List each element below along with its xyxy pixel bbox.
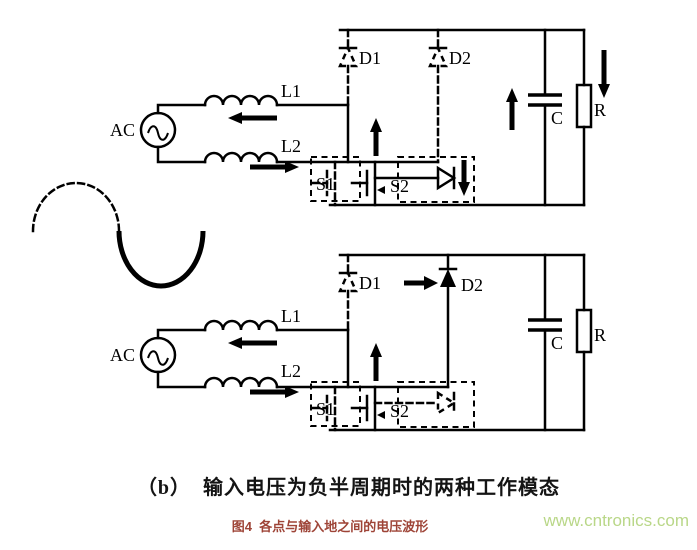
- label-d1: D1: [359, 48, 381, 68]
- label-c: C: [551, 108, 563, 128]
- label-s2: S2: [390, 401, 409, 421]
- label-c: C: [551, 333, 563, 353]
- label-s2: S2: [390, 176, 409, 196]
- sine-halfwave-symbol: [31, 181, 206, 289]
- label-r: R: [594, 100, 606, 120]
- resistor-symbol: [575, 83, 593, 129]
- diode-symbol: [436, 390, 457, 416]
- inductor-coil: [203, 151, 279, 164]
- negative-half-solid: [116, 230, 206, 289]
- inductor-l1-top: L1: [156, 81, 350, 124]
- diode-d1-top: D1: [338, 28, 381, 164]
- inductor-l2-top: L2: [156, 136, 440, 173]
- mosfet-s1-bottom: S1: [310, 381, 361, 432]
- label-l1: L1: [281, 306, 301, 326]
- inductor-coil: [203, 319, 279, 332]
- mosfet-s1-top: S1: [310, 156, 361, 207]
- resistor-symbol: [575, 308, 593, 354]
- ac-source-bottom: AC: [110, 336, 177, 374]
- current-arrow-right-icon: [250, 386, 299, 398]
- label-l2: L2: [281, 136, 301, 156]
- current-arrow-up-icon: [370, 118, 382, 156]
- inductor-l1-bottom: L1: [156, 306, 350, 349]
- positive-half-dashed: [31, 181, 121, 233]
- current-arrow-left-icon: [228, 112, 277, 124]
- inductor-l2-bottom: L2: [156, 361, 450, 398]
- figure-caption: 图4 各点与输入地之间的电压波形: [231, 519, 429, 534]
- label-ac: AC: [110, 120, 135, 140]
- circuit-top: C R AC L1: [110, 28, 610, 207]
- label-ac: AC: [110, 345, 135, 365]
- mosfet-s2-bottom: S2: [350, 343, 409, 432]
- label-d1: D1: [359, 273, 381, 293]
- diode-d2-bottom: D2: [404, 253, 483, 389]
- current-arrow-left-icon: [228, 337, 277, 349]
- current-arrow-right-icon: [250, 161, 299, 173]
- diode-symbol: [436, 165, 457, 191]
- label-l2: L2: [281, 361, 301, 381]
- load-arrow-down-icon: [598, 50, 610, 98]
- cap-arrow-up-icon: [506, 88, 518, 130]
- label-d2: D2: [449, 48, 471, 68]
- diode-d1-bottom: D1: [338, 253, 381, 389]
- inductor-coil: [203, 376, 279, 389]
- label-d2: D2: [461, 275, 483, 295]
- body-diode-box-top: [373, 156, 475, 203]
- mosfet-body-arrow-icon: [377, 411, 385, 419]
- current-arrow-right-icon: [404, 276, 438, 290]
- inductor-coil: [203, 94, 279, 107]
- circuit-bottom: C R AC L1: [110, 253, 606, 432]
- label-s1: S1: [316, 399, 335, 419]
- label-r: R: [594, 325, 606, 345]
- label-l1: L1: [281, 81, 301, 101]
- watermark-text: www.cntronics.com: [543, 511, 689, 530]
- mosfet-s2-top: S2: [350, 118, 409, 207]
- ac-source-top: AC: [110, 111, 177, 149]
- current-arrow-down-icon: [458, 160, 470, 196]
- output-network-top: C R: [328, 28, 606, 207]
- mosfet-body-arrow-icon: [377, 186, 385, 194]
- current-arrow-up-icon: [370, 343, 382, 381]
- label-s1: S1: [316, 174, 335, 194]
- output-network-bottom: C R: [328, 253, 606, 432]
- body-diode-box-bottom: [373, 381, 475, 428]
- diode-symbol: [440, 269, 456, 287]
- subtitle-mode-caption: （b） 输入电压为负半周期时的两种工作模态: [136, 477, 561, 499]
- diode-d2-top: D2: [428, 28, 471, 164]
